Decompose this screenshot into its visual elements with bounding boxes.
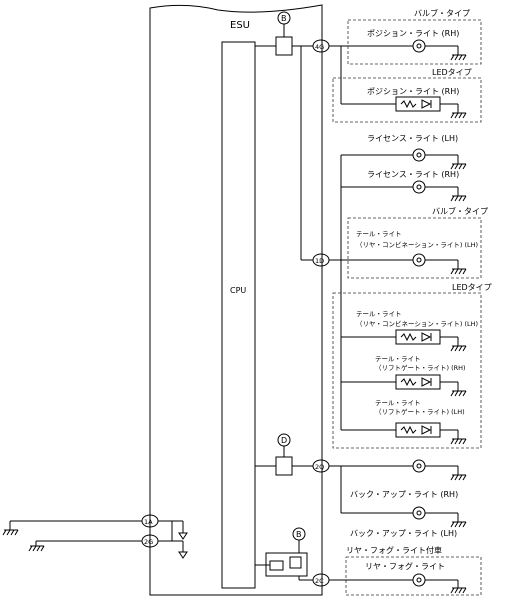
group-rear-fog bbox=[345, 556, 482, 596]
lamp-tail-liftgate-rh-label-1: テール・ライト bbox=[375, 355, 421, 363]
esu-label: ESU bbox=[230, 20, 250, 31]
lamp-tail-liftgate-lh-label-1: テール・ライト bbox=[375, 399, 421, 407]
terminal-4g-label: 4G bbox=[315, 43, 324, 51]
lamp-rear-fog-label: リヤ・フォグ・ライト bbox=[365, 561, 445, 571]
ground-tag-b-top-label: B bbox=[281, 14, 287, 23]
lamp-tail-combi-lh-bulb-label-2: （リヤ・コンビネーション・ライト) (LH) bbox=[356, 240, 478, 249]
lamp-backup-rh bbox=[412, 459, 426, 473]
group-bulb-type-1 bbox=[347, 19, 482, 65]
terminal-2q-label: 2Q bbox=[315, 463, 324, 471]
terminal-2c-label: 2C bbox=[315, 577, 324, 585]
lamp-license-rh-label: ライセンス・ライト (RH) bbox=[367, 170, 459, 179]
lamp-position-rh-led-label: ポジション・ライト (RH) bbox=[367, 87, 459, 96]
lamp-license-rh bbox=[412, 180, 426, 194]
cpu-block bbox=[221, 41, 256, 589]
lamp-position-rh-led bbox=[395, 96, 441, 112]
lamp-backup-rh-label: バック・アップ・ライト (RH) bbox=[350, 490, 458, 499]
group-bulb-type-1-label: バルブ・タイプ bbox=[414, 8, 470, 18]
lamp-tail-liftgate-lh-label-2: （リフトゲート・ライト) (LH) bbox=[375, 407, 465, 416]
group-bulb-type-2 bbox=[347, 217, 482, 279]
ground-tag-b-bottom-label: B bbox=[296, 530, 302, 539]
lamp-rear-fog bbox=[412, 573, 426, 587]
lamp-license-lh bbox=[412, 148, 426, 162]
lamp-backup-lh-label: バック・アップ・ライト (LH) bbox=[350, 529, 457, 538]
lamp-backup-lh bbox=[412, 506, 426, 520]
driver-box-top bbox=[275, 36, 293, 56]
lamp-position-rh-bulb bbox=[412, 39, 426, 53]
lamp-license-lh-label: ライセンス・ライト (LH) bbox=[367, 134, 458, 143]
terminal-2g-label: 2G bbox=[144, 538, 153, 546]
ground-tag-d-label: D bbox=[281, 436, 287, 445]
group-led-type-2-label: LEDタイプ bbox=[452, 283, 492, 292]
group-led-type-1 bbox=[332, 77, 482, 123]
terminal-1a-label: 1A bbox=[144, 518, 153, 526]
group-led-type-2 bbox=[332, 292, 482, 449]
lamp-tail-combi-lh-led-label-1: テール・ライト bbox=[356, 310, 402, 318]
lamp-tail-liftgate-lh-led bbox=[395, 422, 441, 438]
lamp-tail-combi-lh-led-label-2: （リヤ・コンビネーション・ライト) (LH) bbox=[356, 319, 478, 328]
lamp-tail-combi-lh-bulb-label-1: テール・ライト bbox=[356, 230, 402, 238]
group-rear-fog-label: リヤ・フォグ・ライト付車 bbox=[346, 545, 442, 555]
esu-module-outline bbox=[149, 4, 323, 596]
lamp-tail-combi-lh-bulb bbox=[412, 253, 426, 267]
lamp-tail-liftgate-rh-label-2: （リフトゲート・ライト) (RH) bbox=[375, 363, 466, 372]
lamp-tail-combi-lh-led bbox=[395, 329, 441, 345]
driver-box-d bbox=[275, 456, 293, 476]
group-bulb-type-2-label: バルブ・タイプ bbox=[432, 206, 488, 216]
lamp-tail-liftgate-rh-led bbox=[395, 374, 441, 390]
cpu-label: CPU bbox=[230, 286, 246, 295]
group-led-type-1-label: LEDタイプ bbox=[432, 68, 472, 77]
terminal-1d-label: 1D bbox=[315, 257, 324, 265]
lamp-position-rh-bulb-label: ポジション・ライト (RH) bbox=[367, 29, 459, 38]
